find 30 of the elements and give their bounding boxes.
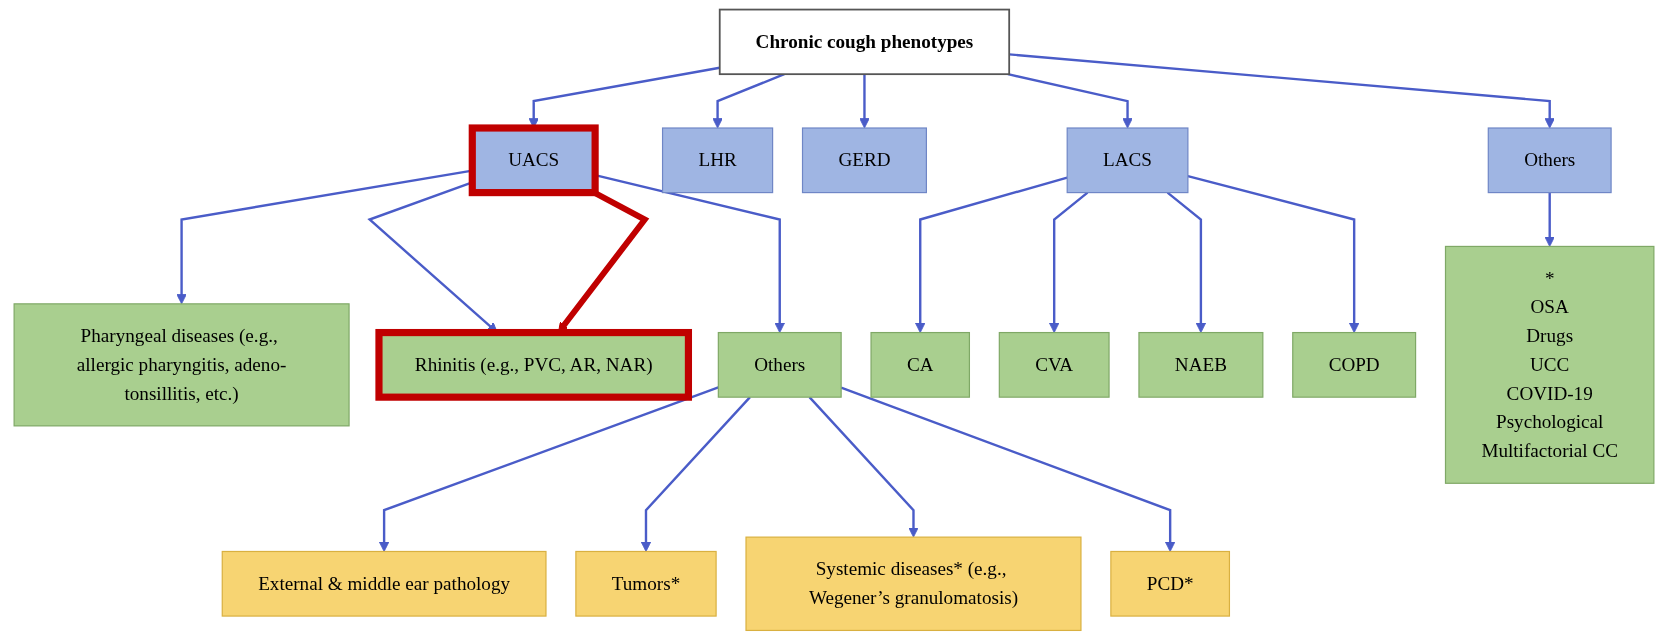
arrow [1166, 191, 1207, 334]
node-box: UACS [468, 124, 599, 197]
node-box: * OSA Drugs UCC COVID-19 Psychological Multifactorial CC [1444, 245, 1655, 484]
node-box: Tumors* [575, 550, 717, 617]
arrow [808, 396, 919, 538]
node-box: CA [870, 331, 970, 398]
arrow [1007, 73, 1133, 129]
node-box: Pharyngeal diseases (e.g., allergic pharyngitis, adeno-tonsillitis, etc.) [13, 303, 350, 427]
arrow [640, 396, 751, 552]
node-box: GERD [801, 127, 927, 194]
node-box: External & middle ear pathology [221, 550, 547, 617]
node-box: Systemic diseases* (e.g., Wegener’s granulomatosis) [745, 536, 1082, 632]
arrow [712, 73, 785, 129]
node-box: LHR [661, 127, 774, 194]
arrow [859, 74, 870, 129]
node-box: PCD* [1110, 550, 1231, 617]
arrow [1048, 191, 1089, 334]
arrow [1544, 192, 1555, 247]
arrow [1009, 53, 1555, 129]
arrow [914, 176, 1068, 334]
arrow [378, 386, 719, 552]
node-box: NAEB [1138, 331, 1264, 398]
node-box: Chronic cough phenotypes [718, 8, 1011, 76]
arrow [1187, 174, 1360, 334]
node-box: LACS [1066, 127, 1189, 194]
node-box: CVA [998, 331, 1110, 398]
node-box: Others [717, 331, 842, 398]
node-box: Others [1487, 127, 1612, 194]
node-box: Rhinitis (e.g., PVC, AR, NAR) [375, 328, 692, 401]
node-box: COPD [1292, 331, 1417, 398]
